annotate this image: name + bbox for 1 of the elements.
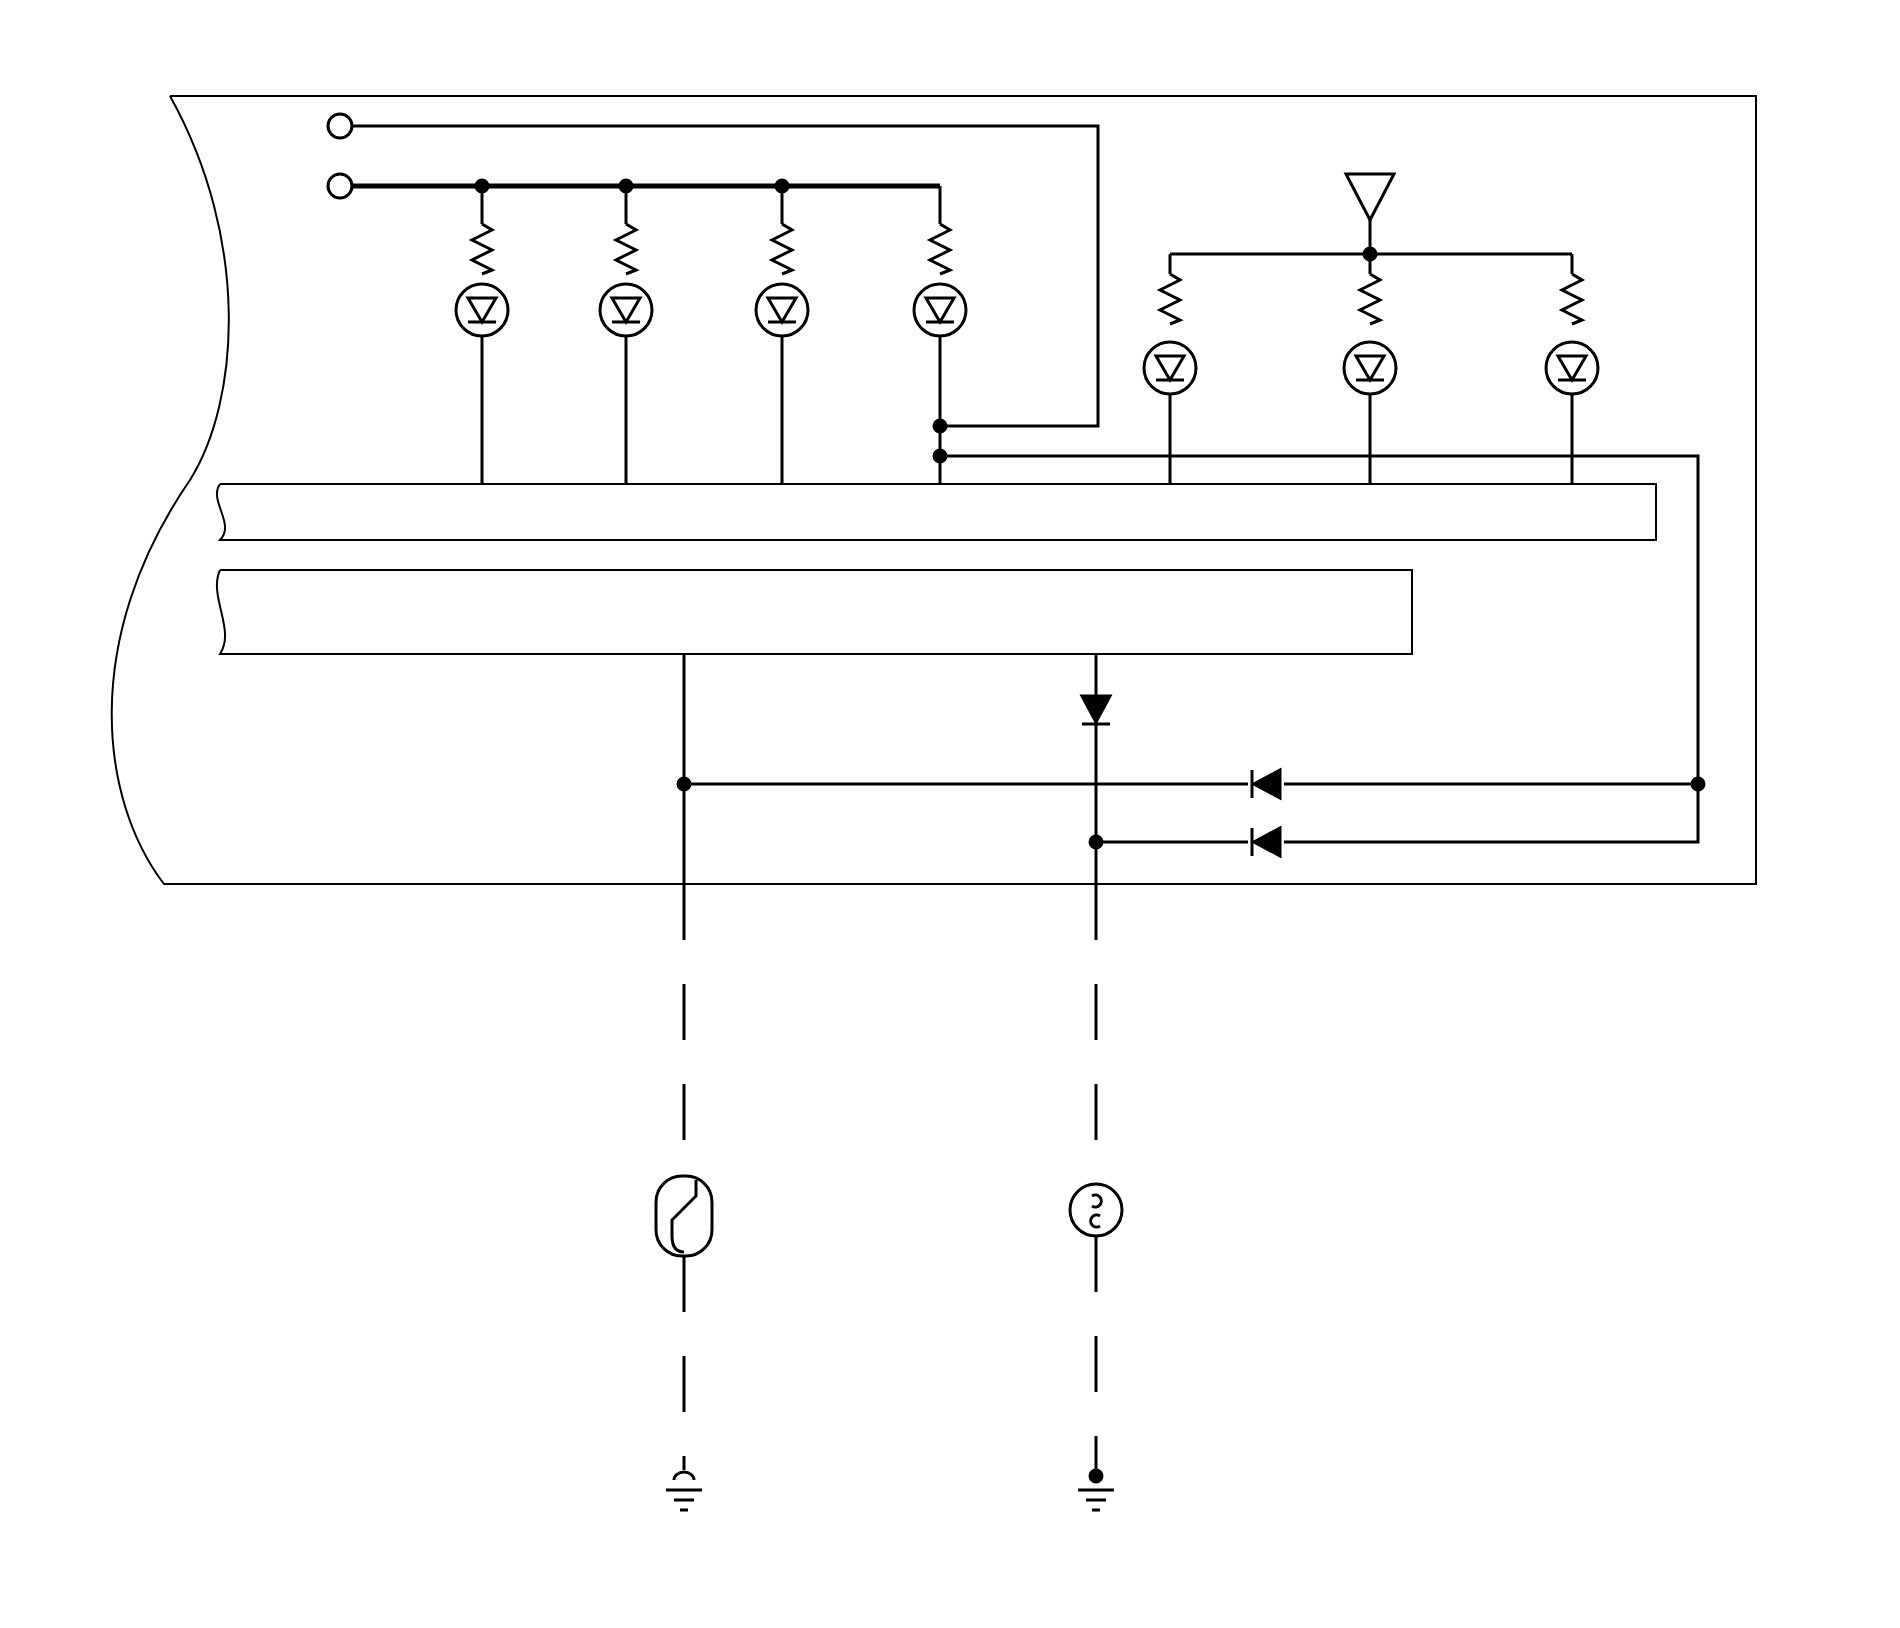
circuit-diagram-drawing: [110, 95, 1757, 1512]
